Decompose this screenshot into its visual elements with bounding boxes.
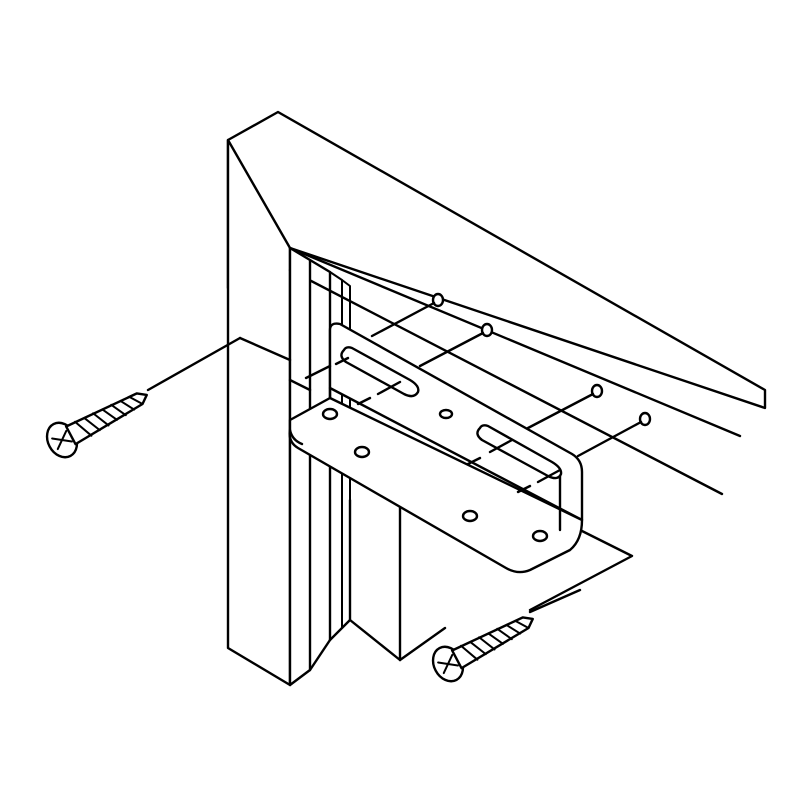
pilot-holes [431,292,652,427]
cabinet-frame [226,110,767,687]
shelf-outline [238,336,634,612]
bracket-hole [438,408,454,420]
bracket-hole [531,529,549,543]
bracket-hole [321,407,339,421]
wood-screw-left [45,392,148,459]
bracket-hole [461,509,479,523]
angle-bracket [288,322,584,574]
wood-screw-right [431,616,534,683]
alignment-lines [146,301,643,614]
bracket-hole [353,445,371,459]
